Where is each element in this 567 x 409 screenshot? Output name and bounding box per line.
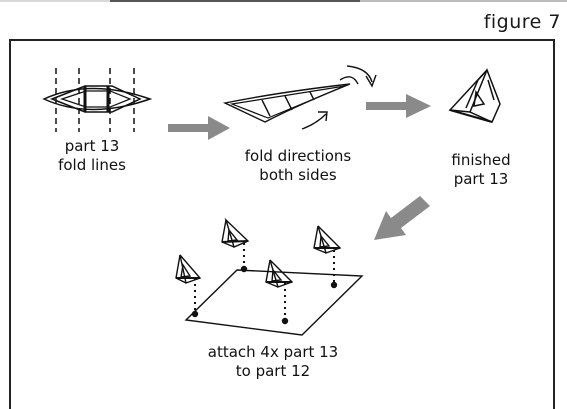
arrow-right-icon <box>366 94 431 118</box>
caption-fold-directions: fold directions both sides <box>244 147 352 184</box>
top-edge-bar <box>0 0 567 2</box>
arrow-right-icon <box>168 116 230 140</box>
part13-fold-lines-drawing <box>42 68 153 132</box>
caption-attach-parts: attach 4x part 13 to part 12 <box>207 343 339 380</box>
assembly-drawing <box>175 217 364 336</box>
caption-part13-fold-lines: part 13 fold lines <box>58 137 126 174</box>
instruction-panel <box>9 39 555 409</box>
part13-copy-1 <box>175 254 202 284</box>
part13-copy-2 <box>221 217 250 248</box>
part13-copy-3 <box>265 259 294 288</box>
arrow-down-left-icon <box>374 196 430 240</box>
finished-part13-drawing <box>448 67 501 123</box>
figure-label: figure 7 <box>483 11 561 33</box>
caption-finished-part13: finished part 13 <box>451 151 511 188</box>
part13-copy-4 <box>313 225 342 254</box>
fold-directions-drawing <box>222 65 377 130</box>
